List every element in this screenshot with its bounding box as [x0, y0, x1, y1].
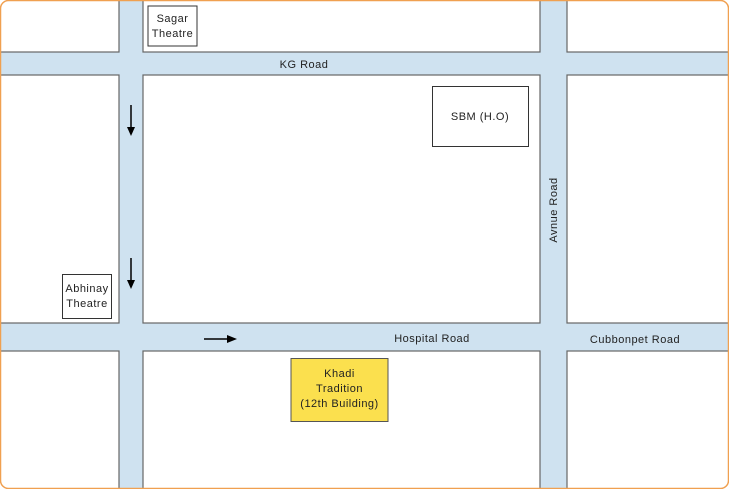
landmark-label: Khadi: [324, 368, 355, 380]
block: [566, 350, 729, 489]
cubbonpet-road-label: Cubbonpet Road: [590, 334, 680, 346]
landmark-label: Theatre: [66, 298, 107, 310]
arrow-down-icon: [127, 105, 135, 136]
arrow-right-icon: [204, 335, 237, 343]
landmark-label: Tradition: [316, 383, 363, 395]
block: [142, 0, 541, 53]
kg-road-label: KG Road: [280, 59, 329, 71]
block: [0, 0, 120, 53]
khadi-tradition: Khadi Tradition (12th Building): [290, 358, 389, 422]
arrow-down-icon: [127, 258, 135, 289]
block: [566, 0, 729, 53]
landmark-label: Abhinay: [65, 283, 108, 295]
avenue-road-label: Avnue Road: [548, 177, 560, 242]
landmark-label: SBM (H.O): [451, 111, 509, 123]
sbm-head-office: SBM (H.O): [432, 86, 529, 147]
block: [0, 350, 120, 489]
sagar-theatre: Sagar Theatre: [147, 5, 198, 47]
block: [0, 74, 120, 324]
abhinay-theatre: Abhinay Theatre: [62, 274, 112, 319]
block: [566, 74, 729, 324]
hospital-road-label: Hospital Road: [394, 333, 470, 345]
landmark-label: (12th Building): [300, 398, 378, 410]
landmark-label: Sagar: [157, 13, 189, 25]
landmark-label: Theatre: [152, 28, 193, 40]
